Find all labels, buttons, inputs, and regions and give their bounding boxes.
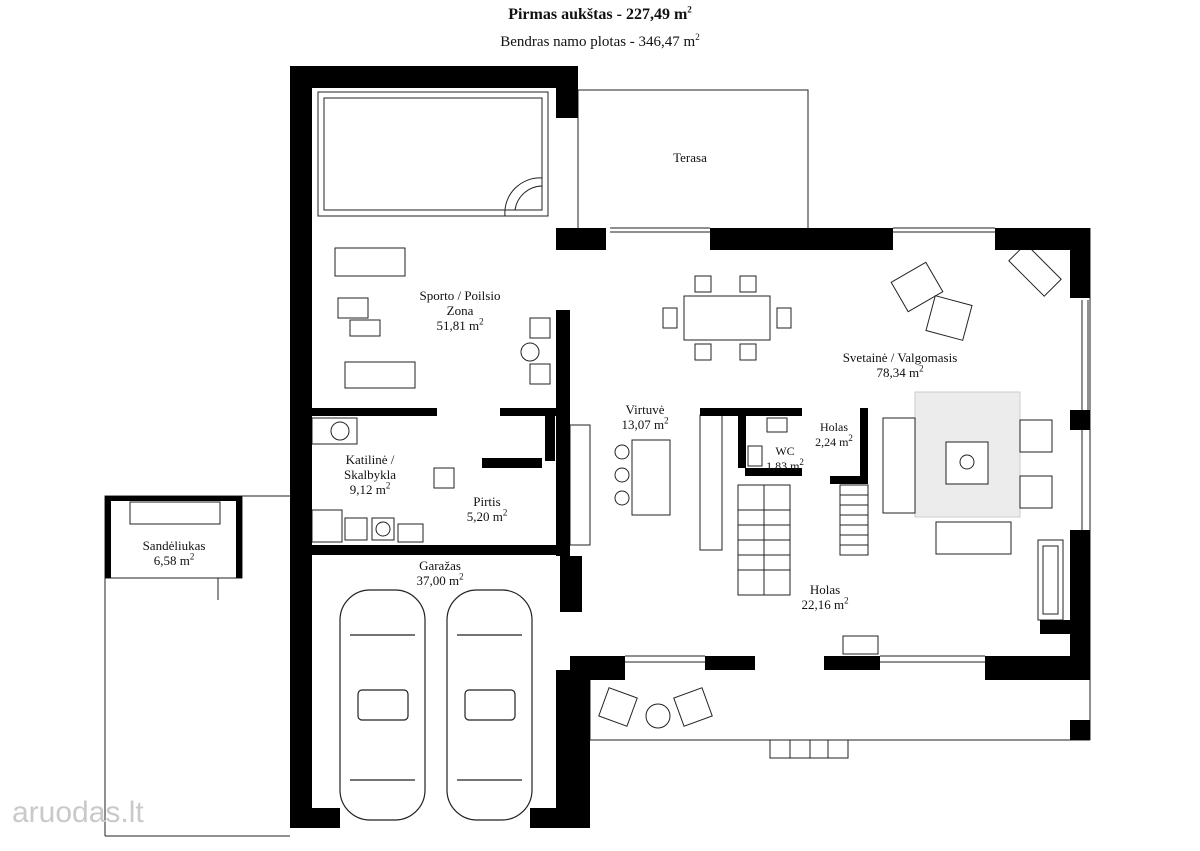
wall-left <box>290 66 312 828</box>
walls <box>105 66 1090 828</box>
room-label-sandeliukas: Sandėliukas 6,58 m2 <box>142 538 206 568</box>
front-steps <box>769 739 849 759</box>
wall-top <box>290 66 578 88</box>
console <box>842 635 879 655</box>
kitchen-island <box>631 439 671 516</box>
terrace-outline <box>578 89 809 228</box>
room-label-garazas: Garažas 37,00 m2 <box>416 558 464 588</box>
room-label-pirtis: Pirtis 5,20 m2 <box>466 494 508 524</box>
room-label-sporto: Sporto / Poilsio Zona 51,81 m2 <box>419 288 501 333</box>
watermark-logo: aruodas.lt <box>12 796 144 829</box>
page-title: Pirmas aukštas - 227,49 m2 <box>508 4 692 23</box>
pool <box>317 91 549 217</box>
dining-table <box>683 295 771 341</box>
page-subtitle: Bendras namo plotas - 346,47 m2 <box>500 32 700 51</box>
room-label-holas-small: Holas 2,24 m2 <box>815 420 853 449</box>
car-left <box>339 589 426 821</box>
furniture <box>129 243 1062 729</box>
car-right <box>446 589 533 821</box>
room-label-terasa: Terasa <box>673 150 707 165</box>
room-label-wc: WC 1,83 m2 <box>766 444 804 473</box>
room-label-katiline: Katilinė / Skalbykla 9,12 m2 <box>344 452 396 497</box>
room-label-virtuve: Virtuvė 13,07 m2 <box>621 402 669 432</box>
room-label-holas-big: Holas 22,16 m2 <box>801 582 849 612</box>
room-label-svetaine: Svetainė / Valgomasis 78,34 m2 <box>842 350 958 380</box>
sofa <box>882 417 916 514</box>
treadmill <box>334 247 406 277</box>
